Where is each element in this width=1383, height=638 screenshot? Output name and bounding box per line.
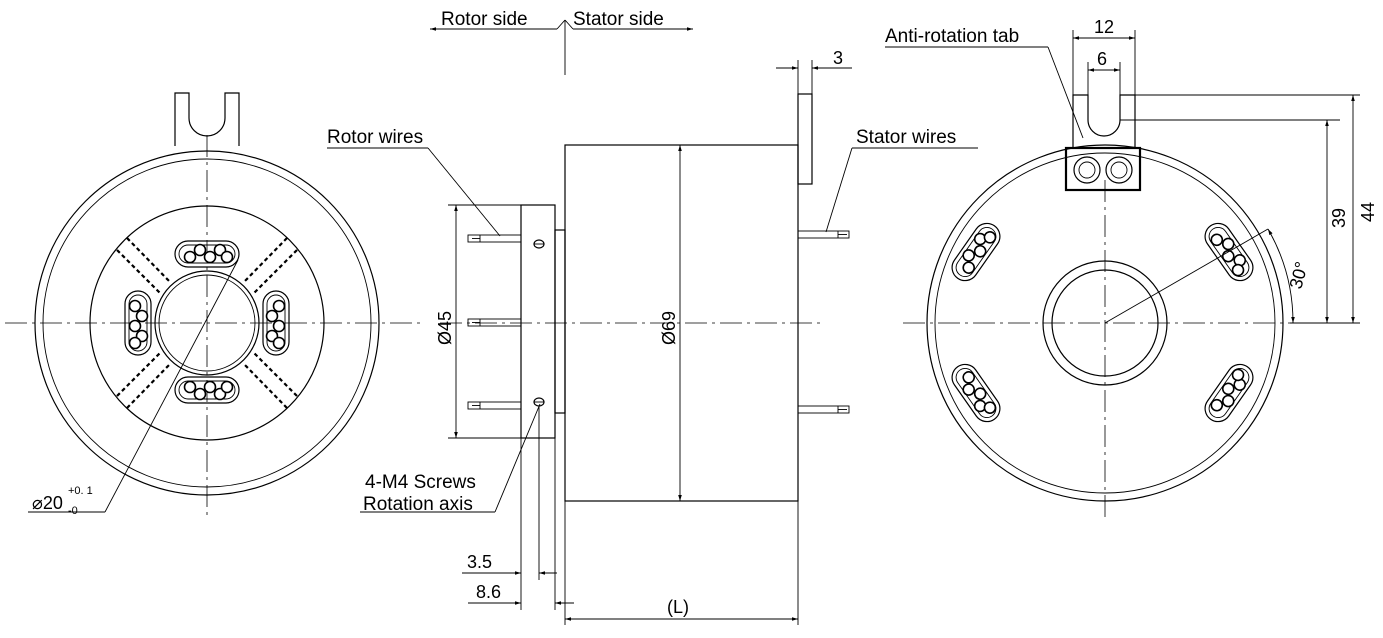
tab-height-44-dim: 44	[1358, 202, 1378, 222]
anti-rotation-tab-label: Anti-rotation tab	[885, 26, 1019, 47]
stator-wire-bundles	[797, 230, 850, 414]
tab-width-dim: 12	[1094, 17, 1114, 37]
stator-wires-leader	[825, 147, 853, 233]
wire-exit-right	[262, 290, 290, 356]
tab-slot-dim: 6	[1097, 49, 1107, 69]
tab-outline	[797, 93, 813, 185]
tab-label-leader	[1047, 46, 1084, 139]
stator-bore-inner	[1051, 269, 1159, 377]
tab-u-slot	[1072, 94, 1136, 148]
tab-thickness-dim: 3	[833, 48, 843, 68]
angle-dim: 30°	[1286, 260, 1312, 291]
wire-exit-bottom	[174, 376, 240, 404]
tab-height-39-dim: 39	[1329, 208, 1349, 228]
rotor-side-view: ⌀20 +0. 1 -0	[5, 92, 420, 520]
bore-dimension: ⌀20	[32, 493, 63, 513]
flange-dia-dim: Ø45	[435, 311, 455, 345]
wire-exit-top	[174, 240, 240, 268]
stator-bore-outer	[1042, 260, 1168, 386]
tab-screw-right	[1105, 156, 1133, 184]
angle-ray	[1104, 228, 1269, 324]
rotor-wires-leader	[427, 147, 501, 237]
anti-rotation-tab-shape	[174, 92, 240, 146]
stator-wire-exit-bl	[946, 358, 1006, 428]
stator-wire-exit-tr	[1199, 217, 1259, 287]
tab-screw-left-inner	[1078, 161, 1096, 179]
body-dia-dim: Ø69	[659, 311, 679, 345]
header-tick-right	[564, 19, 574, 30]
stator-wires-label: Stator wires	[856, 127, 956, 148]
rotor-wire-bundles	[467, 234, 522, 410]
stator-side-label: Stator side	[573, 9, 664, 30]
rotor-side-label: Rotor side	[441, 9, 528, 30]
stator-wire-exit-tl	[946, 217, 1006, 287]
hidden-grooves	[116, 237, 298, 409]
bore-circle	[154, 270, 260, 376]
rotation-axis-label: Rotation axis	[363, 494, 473, 515]
rotor-wires-label: Rotor wires	[327, 127, 423, 148]
side-view: Rotor side Stator side	[327, 9, 978, 625]
offset-a-dim: 3.5	[467, 552, 492, 572]
bore-leader-line	[104, 259, 239, 513]
screws-label: 4-M4 Screws	[365, 472, 476, 493]
length-dim: (L)	[667, 597, 689, 617]
bore-inner-circle	[158, 274, 256, 372]
stator-side-view: 30° Anti-rotation tab 12 6 39 44	[885, 17, 1378, 520]
body-outer-circle	[34, 150, 380, 496]
tab-screw-left	[1073, 156, 1101, 184]
header-tick-left	[556, 19, 566, 30]
tab-base	[1064, 146, 1142, 192]
stator-inner-circle	[934, 152, 1276, 494]
tab-screw-right-inner	[1110, 161, 1128, 179]
stator-outer-circle	[926, 144, 1284, 502]
flange-step	[554, 229, 566, 414]
angle-arc	[1267, 228, 1295, 324]
stator-wire-exit-br	[1199, 358, 1259, 428]
flange-circle	[89, 205, 325, 441]
offset-b-dim: 8.6	[476, 582, 501, 602]
wire-exit-left	[124, 290, 152, 356]
bore-tolerance-upper: +0. 1	[68, 485, 93, 497]
bore-tolerance-lower: -0	[68, 505, 78, 517]
screw-leader	[494, 403, 541, 513]
body-inner-circle	[42, 158, 372, 488]
